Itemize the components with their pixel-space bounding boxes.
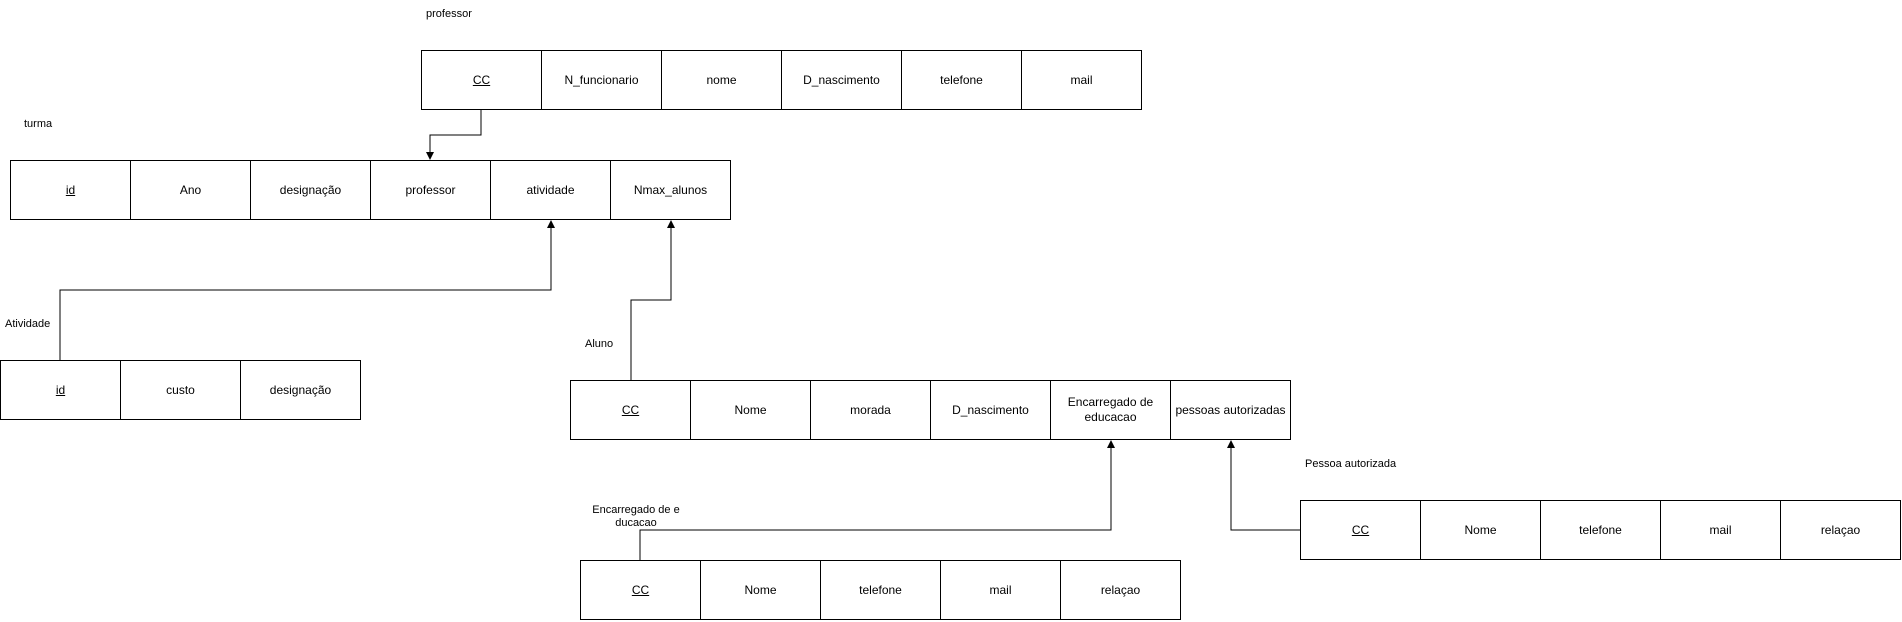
table-aluno[interactable]: CC Nome morada D_nascimento Encarregado …: [570, 380, 1291, 440]
column-relacao[interactable]: relaçao: [1781, 501, 1901, 559]
column-cc[interactable]: CC: [422, 51, 542, 109]
column-nome[interactable]: Nome: [691, 381, 811, 439]
column-atividade[interactable]: atividade: [491, 161, 611, 219]
column-telefone[interactable]: telefone: [902, 51, 1022, 109]
table-pessoa-autorizada[interactable]: CC Nome telefone mail relaçao: [1300, 500, 1901, 560]
column-nome[interactable]: Nome: [1421, 501, 1541, 559]
column-telefone[interactable]: telefone: [821, 561, 941, 619]
column-designacao[interactable]: designação: [241, 361, 361, 419]
table-title-aluno: Aluno: [585, 338, 614, 350]
column-d-nascimento[interactable]: D_nascimento: [931, 381, 1051, 439]
edge-encarregado-cc-to-aluno-encarregado: [639, 440, 1115, 560]
column-relacao[interactable]: relaçao: [1061, 561, 1181, 619]
column-morada[interactable]: morada: [811, 381, 931, 439]
column-id[interactable]: id: [1, 361, 121, 419]
column-pessoas-autorizadas[interactable]: pessoas autorizadas: [1171, 381, 1291, 439]
column-nmax-alunos[interactable]: Nmax_alunos: [611, 161, 731, 219]
column-mail[interactable]: mail: [1661, 501, 1781, 559]
edge-professor-cc-to-turma-professor: [426, 110, 482, 160]
column-d-nascimento[interactable]: D_nascimento: [782, 51, 902, 109]
edge-aluno-cc-to-turma-nmax: [630, 220, 675, 380]
column-custo[interactable]: custo: [121, 361, 241, 419]
column-mail[interactable]: mail: [941, 561, 1061, 619]
table-title-professor: professor: [426, 8, 472, 20]
column-cc[interactable]: CC: [1301, 501, 1421, 559]
column-n-funcionario[interactable]: N_funcionario: [542, 51, 662, 109]
edge-atividade-id-to-turma-atividade: [59, 220, 555, 360]
column-cc[interactable]: CC: [571, 381, 691, 439]
column-cc[interactable]: CC: [581, 561, 701, 619]
table-professor[interactable]: CC N_funcionario nome D_nascimento telef…: [421, 50, 1142, 110]
table-encarregado-de-educacao[interactable]: CC Nome telefone mail relaçao: [580, 560, 1181, 620]
column-ano[interactable]: Ano: [131, 161, 251, 219]
column-designacao[interactable]: designação: [251, 161, 371, 219]
table-title-atividade: Atividade: [5, 318, 51, 330]
table-turma[interactable]: id Ano designação professor atividade Nm…: [10, 160, 731, 220]
column-encarregado-de-educacao[interactable]: Encarregado de educacao: [1051, 381, 1171, 439]
column-mail[interactable]: mail: [1022, 51, 1142, 109]
table-title-encarregado: Encarregado de educacao: [592, 504, 680, 529]
column-nome[interactable]: Nome: [701, 561, 821, 619]
table-title-turma: turma: [24, 118, 53, 130]
table-title-pessoa-autorizada: Pessoa autorizada: [1305, 458, 1397, 470]
edge-pessoa-cc-to-aluno-pessoas: [1227, 440, 1300, 531]
column-telefone[interactable]: telefone: [1541, 501, 1661, 559]
column-id[interactable]: id: [11, 161, 131, 219]
column-professor[interactable]: professor: [371, 161, 491, 219]
table-atividade[interactable]: id custo designação: [0, 360, 361, 420]
column-nome[interactable]: nome: [662, 51, 782, 109]
